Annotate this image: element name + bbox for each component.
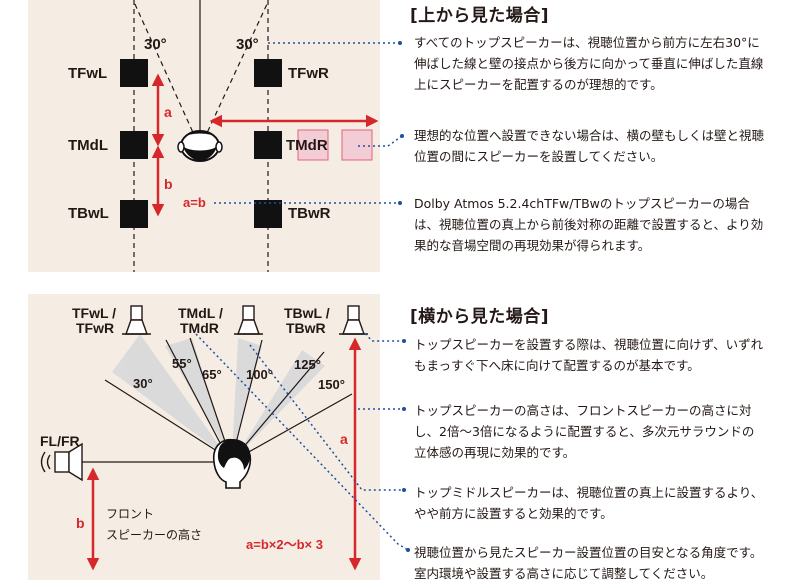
speaker-back-top-icon xyxy=(339,305,368,335)
angle-55-label: 55° xyxy=(172,356,192,371)
speaker-middle-top-icon xyxy=(234,305,263,335)
speaker-tfwr-label: TFwR xyxy=(288,65,329,82)
side-callout-1 xyxy=(361,329,404,342)
speaker-tfwl-icon xyxy=(120,59,148,87)
side-note-3: トップミドルスピーカーは、視聴位置の真上に設置するより、やや前方に設置すると効果… xyxy=(414,485,764,521)
speaker-tbwl-icon xyxy=(120,200,148,228)
speaker-tmdl-icon xyxy=(120,131,148,159)
speaker-tfwr-icon xyxy=(254,59,282,87)
side-note-4: 視聴位置から見たスピーカー設置位置の目安となる角度です。室内環境や設置する高さに… xyxy=(414,545,763,581)
angle-30-label: 30° xyxy=(133,376,153,391)
side-speaker-middle-label-2: TMdR xyxy=(180,320,219,336)
side-speaker-middle-label-1: TMdL / xyxy=(178,305,223,321)
angle-100-label: 100° xyxy=(246,367,273,382)
head-top-view-icon xyxy=(177,130,223,162)
side-callout-3 xyxy=(249,344,404,491)
side-speaker-back-label-1: TBwL / xyxy=(284,305,330,321)
front-height-label-1: フロント xyxy=(106,507,155,521)
side-callout-4 xyxy=(195,333,409,551)
top-view-heading: [上から見た場合] xyxy=(410,6,550,26)
top-note-2: 理想的な位置へ設置できない場合は、横の壁もしくは壁と視聴位置の間にスピーカーを設… xyxy=(414,128,765,164)
top-note-1: すべてのトップスピーカーは、視聴位置から前方に左右30°に伸ばした線と壁の接点か… xyxy=(414,35,764,92)
side-speaker-back-label-2: TBwR xyxy=(286,320,326,336)
alt-speaker-position-2-icon xyxy=(341,129,373,161)
side-note-1: トップスピーカーを設置する際は、視聴位置に向けず、いずれもまっすぐ下へ床に向けて… xyxy=(414,337,764,373)
angle-right-label: 30° xyxy=(236,36,259,53)
speaker-tmdr-label: TMdR xyxy=(286,137,328,154)
speaker-tfwl-label: TFwL xyxy=(68,65,108,82)
dim-b-label: b xyxy=(164,176,173,192)
dim-a-label: a xyxy=(164,104,172,120)
speaker-front-top-icon xyxy=(122,305,151,335)
head-side-view-icon xyxy=(212,438,252,489)
dim-ab-label: a=b xyxy=(183,195,206,210)
formula-label: a=b×2〜b× 3 xyxy=(246,537,323,552)
speaker-tmdl-label: TMdL xyxy=(68,137,108,154)
front-height-label-2: スピーカーの高さ xyxy=(106,528,203,542)
angle-left-label: 30° xyxy=(144,36,167,53)
angle-lines xyxy=(104,337,353,459)
angle-65-label: 65° xyxy=(202,367,222,382)
side-view-heading: [横から見た場合] xyxy=(410,307,550,327)
top-note-3: Dolby Atmos 5.2.4chTFw/TBwのトップスピーカーの場合は、… xyxy=(414,196,764,253)
speaker-tbwr-label: TBwR xyxy=(288,205,331,222)
side-speaker-front-label-2: TFwR xyxy=(76,320,115,336)
side-dim-b-label: b xyxy=(76,515,85,531)
angle-125-label: 125° xyxy=(294,357,321,372)
front-speaker-label: FL/FR xyxy=(40,433,80,449)
speaker-tmdr-icon xyxy=(254,131,282,159)
speaker-tbwl-label: TBwL xyxy=(68,205,109,222)
front-speaker-icon xyxy=(40,442,83,482)
angle-150-label: 150° xyxy=(318,377,345,392)
side-speaker-front-label-1: TFwL / xyxy=(72,305,117,321)
speaker-tbwr-icon xyxy=(254,200,282,228)
alt-speaker-position-1-icon xyxy=(297,129,329,161)
side-note-2: トップスピーカーの高さは、フロントスピーカーの高さに対し、2倍〜3倍になるように… xyxy=(414,403,755,460)
callout-connector-2 xyxy=(358,135,403,147)
side-dim-a-label: a xyxy=(340,431,348,447)
